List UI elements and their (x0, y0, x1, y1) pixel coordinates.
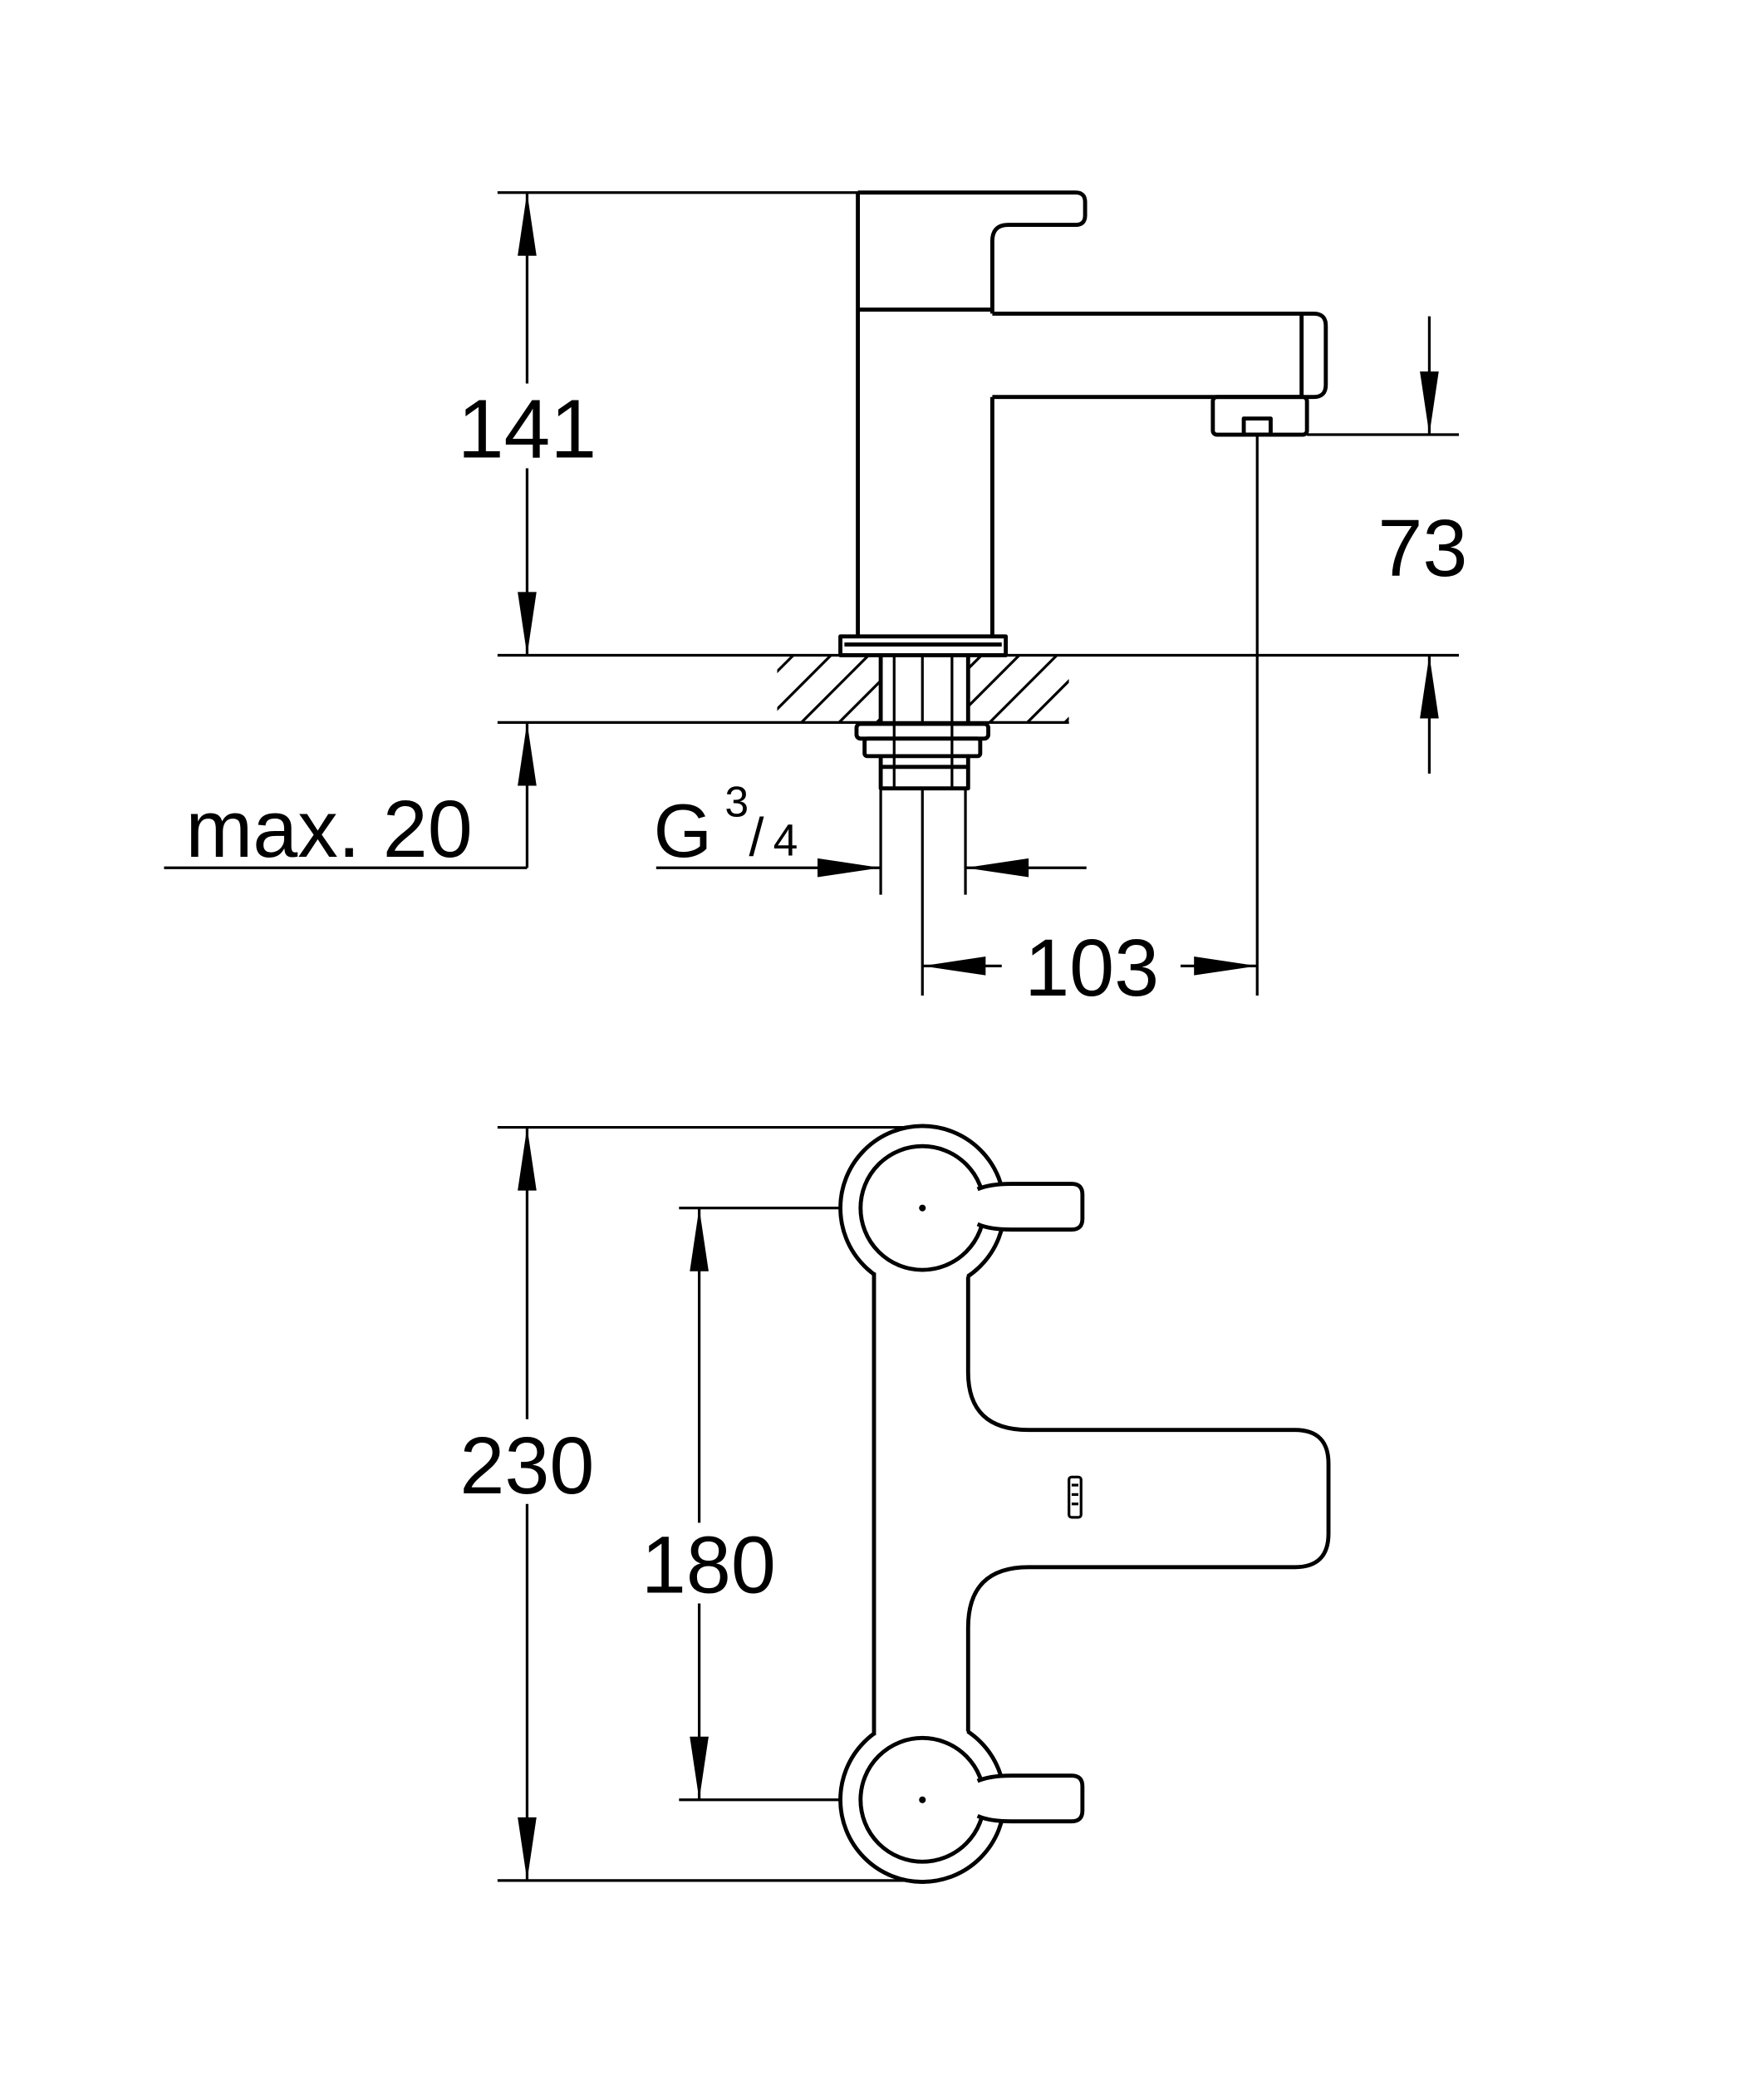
bottom-centre-point (919, 1796, 926, 1803)
deck-hatching (777, 655, 1069, 723)
aerator (1210, 395, 1309, 437)
thread-label: G 3 / 4 (654, 778, 798, 874)
arrow-103-right (1194, 957, 1258, 976)
hatch-line (913, 655, 983, 723)
fixing-washer (862, 736, 983, 759)
hatch-line (837, 655, 907, 723)
hatch-line (950, 655, 1020, 723)
body-mask (875, 1271, 967, 1739)
side-view-arrowheads (518, 192, 1439, 976)
plan-view: 230 180 (459, 1124, 1331, 1884)
hatch-line (777, 655, 832, 723)
arrow-73-bottom (1420, 655, 1439, 719)
thread-slash: / (749, 807, 764, 868)
brand-logo (1068, 1475, 1083, 1519)
arrow-180-bottom (690, 1736, 709, 1800)
faucet-side-outline (838, 190, 1328, 791)
arrow-230-bottom (518, 1817, 537, 1881)
arrow-thread-left (818, 858, 881, 878)
top-handle-lever (976, 1182, 1085, 1232)
side-view: 141 73 max. 20 G 3 / 4 103 (164, 190, 1467, 1013)
dim-label-max-20: max. 20 (185, 784, 472, 874)
hatch-line (1026, 655, 1069, 723)
dim-label-103: 103 (1024, 922, 1159, 1013)
arrow-thread-right (965, 858, 1029, 878)
dim-label-141: 141 (458, 383, 597, 476)
threaded-rod (892, 655, 954, 789)
hatch-line (876, 655, 945, 723)
arrow-180-top (690, 1207, 709, 1271)
dim-label-230: 230 (459, 1420, 594, 1511)
hatch-line (800, 655, 870, 723)
thread-letter: G (654, 789, 712, 873)
bottom-handle-lever (976, 1773, 1085, 1824)
aerator-insert (1241, 416, 1273, 437)
arrow-141-top (518, 192, 537, 256)
arrow-103-left (922, 957, 986, 976)
top-centre-point (919, 1204, 926, 1212)
arrow-141-bottom (518, 592, 537, 656)
hatch-line (989, 655, 1058, 723)
dim-label-73: 73 (1377, 503, 1467, 593)
thread-numerator: 3 (724, 778, 749, 826)
fixing-nut (854, 721, 990, 741)
arrow-73-top (1420, 371, 1439, 435)
faucet-plan-outline (838, 1124, 1331, 1884)
brand-logo-frame (1068, 1475, 1083, 1519)
arrow-max20 (518, 722, 537, 786)
hatch-line (1063, 655, 1069, 723)
dim-label-180: 180 (641, 1520, 776, 1611)
arrow-230-top (518, 1127, 537, 1191)
hatch-line (777, 655, 795, 723)
spout (992, 311, 1328, 400)
plan-body-spout (965, 1276, 1331, 1732)
thread-denominator: 4 (773, 817, 798, 866)
plan-view-arrowheads (518, 1127, 709, 1881)
handle-lever (857, 190, 1088, 314)
